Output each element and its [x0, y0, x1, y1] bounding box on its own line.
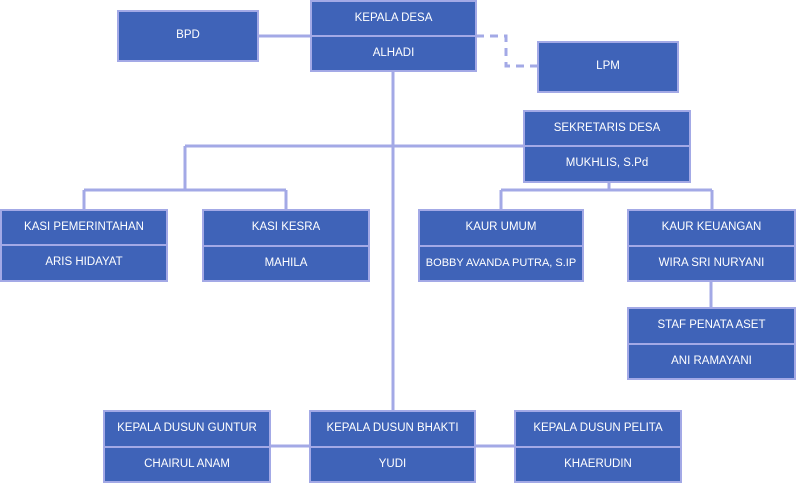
- kaur-umum-name: BOBBY AVANDA PUTRA, S.IP: [418, 245, 584, 282]
- kasi-pemerintahan-name: ARIS HIDAYAT: [0, 244, 168, 282]
- staf-penata-aset-title: STAF PENATA ASET: [627, 307, 796, 345]
- kaur-keuangan-name: WIRA SRI NURYANI: [627, 245, 796, 282]
- lpm-dashed-connector: [476, 34, 538, 68]
- kasi-kesra-name: MAHILA: [202, 245, 370, 282]
- dusun-guntur-title: KEPALA DUSUN GUNTUR: [103, 410, 271, 448]
- dusun-bhakti-name: YUDI: [309, 446, 476, 483]
- dusun-guntur-name: CHAIRUL ANAM: [103, 446, 271, 483]
- bpd-box: BPD: [117, 10, 259, 62]
- staf-penata-aset-name: ANI RAMAYANI: [627, 343, 796, 380]
- dusun-bhakti-title: KEPALA DUSUN BHAKTI: [309, 410, 476, 448]
- lpm-box: LPM: [537, 41, 679, 93]
- kasi-kesra-title: KASI KESRA: [202, 209, 370, 247]
- dusun-pelita-title: KEPALA DUSUN PELITA: [514, 410, 682, 448]
- kasi-pemerintahan-title: KASI PEMERINTAHAN: [0, 209, 168, 246]
- dusun-pelita-name: KHAERUDIN: [514, 446, 682, 483]
- sekretaris-desa-name: MUKHLIS, S.Pd: [523, 145, 691, 183]
- sekretaris-desa-title: SEKRETARIS DESA: [523, 110, 691, 147]
- kepala-desa-name: ALHADI: [310, 35, 477, 72]
- kaur-keuangan-title: KAUR KEUANGAN: [627, 209, 796, 247]
- kaur-umum-title: KAUR UMUM: [418, 209, 584, 247]
- kepala-desa-title: KEPALA DESA: [310, 0, 477, 37]
